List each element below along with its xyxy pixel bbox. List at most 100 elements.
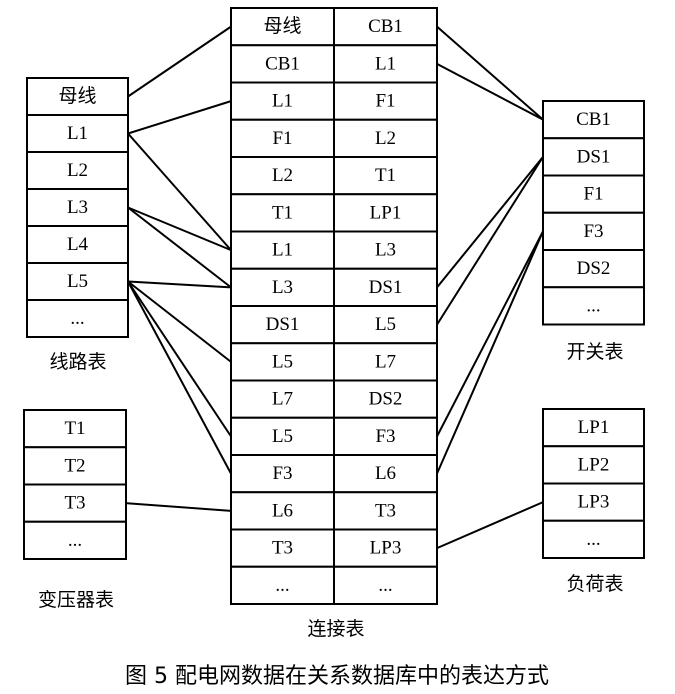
load-table-cell (542, 482, 645, 522)
connection-from-table-cell-text: 母线 (263, 15, 301, 37)
connection-from-table-cell-text: ... (275, 575, 289, 596)
load-table-cell (542, 445, 645, 485)
transformer-table-cell (23, 520, 127, 560)
connection-from-table-cell-text: F3 (272, 463, 292, 484)
connection-to-table-cell-text: CB1 (368, 16, 403, 37)
link-line (436, 25, 544, 121)
connection-from-table-cell-text: T3 (272, 538, 293, 559)
connection-from-table-cell-text: L7 (272, 389, 293, 410)
connection-from-table-cell-text: L2 (272, 165, 293, 186)
connection-to-table-cell-text: LP1 (370, 202, 402, 223)
connection-to-table-cell (333, 491, 438, 531)
link-line (127, 206, 232, 289)
line-table: 母线L1L2L3L4L5... (26, 77, 129, 338)
line-table-cell (26, 225, 129, 264)
line-table-cell-text: L2 (67, 160, 88, 181)
connection-from-table-cell-text: L1 (272, 240, 293, 261)
connection-to-table-cell (333, 305, 438, 345)
transformer-table-cell (23, 409, 127, 449)
load-table: LP1LP2LP3... (542, 408, 645, 559)
figure-caption: 图 5 配电网数据在关系数据库中的表达方式 (125, 664, 549, 689)
switch-table-cell (542, 174, 645, 214)
transformer-table-caption: 变压器表 (38, 589, 114, 611)
connection-from-table-cell-text: CB1 (265, 53, 300, 74)
load-table-caption: 负荷表 (566, 573, 623, 595)
connection-to-table-cell-text: T3 (375, 500, 396, 521)
connection-to-table-cell-text: ... (378, 575, 392, 596)
connection-to-table-cell-text: L2 (375, 128, 396, 149)
line-table-cell-text: L4 (67, 234, 89, 255)
link-line (127, 280, 232, 363)
transformer-table-cell-text: ... (68, 530, 82, 551)
load-table-cell-text: ... (586, 529, 600, 550)
switch-table-cell-text: CB1 (576, 109, 611, 130)
switch-table-cell-text: ... (586, 295, 600, 316)
connection-to-table-cell-text: F3 (375, 426, 395, 447)
connection-from-table-cell-text: DS1 (266, 314, 300, 335)
load-table-cell (542, 519, 645, 559)
connection-table-caption: 连接表 (307, 618, 364, 640)
line-table-cell (26, 262, 129, 301)
switch-table-cell (542, 137, 645, 177)
line-table-cell-text: L1 (67, 123, 88, 144)
connection-from-table-cell (230, 81, 335, 121)
connection-from-table-cell-text: F1 (272, 128, 292, 149)
captions: 线路表 变压器表 连接表 开关表 负荷表 图 5 配电网数据在关系数据库中的表达… (38, 341, 624, 689)
link-line (127, 281, 232, 475)
connection-to-table-cell-text: L1 (375, 53, 396, 74)
link-line (436, 230, 544, 437)
link-line (436, 156, 544, 289)
connection-from-table-cell-text: L3 (272, 277, 293, 298)
switch-table-caption: 开关表 (566, 341, 623, 363)
link-line (127, 132, 232, 251)
connection-from-table-cell-text: L1 (272, 91, 293, 112)
transformer-table-cell-text: T2 (64, 455, 85, 476)
line-table-cell (26, 299, 129, 338)
connection-to-table-cell (333, 454, 438, 494)
connection-to-table-cell-text: DS2 (369, 389, 403, 410)
connection-to-table-cell-text: F1 (375, 91, 395, 112)
connection-to-table-cell-text: L3 (375, 240, 396, 261)
switch-table-cell (542, 249, 645, 289)
connection-from-table-cell-text: L6 (272, 500, 293, 521)
load-table-cell-text: LP1 (578, 417, 610, 438)
connection-from-table-cell-text: L5 (272, 351, 293, 372)
link-line (125, 502, 232, 512)
switch-table: CB1DS1F1F3DS2... (542, 100, 645, 326)
connection-to-table-cell-text: T1 (375, 165, 396, 186)
line-table-cell-text: ... (70, 308, 84, 329)
connection-to-table-cell (333, 379, 438, 419)
connection-from-table-cell-text: T1 (272, 202, 293, 223)
transformer-table: T1T2T3... (23, 409, 127, 560)
line-table-cell (26, 151, 129, 190)
connection-to-table-cell-text: L5 (375, 314, 396, 335)
line-table-cell (26, 114, 129, 153)
connection-to-table-cell (333, 267, 438, 307)
switch-table-cell-text: F3 (583, 221, 603, 242)
connection-to-table-cell-text: L6 (375, 463, 396, 484)
link-line (127, 280, 232, 437)
line-table-cell-text: 母线 (58, 85, 96, 107)
link-line (436, 230, 544, 475)
link-line (127, 100, 232, 135)
transformer-table-cell (23, 446, 127, 486)
connection-to-table-cell (333, 7, 438, 47)
connection-to-table: CB1L1F1L2T1LP1L3DS1L5L7DS2F3L6T3LP3... (333, 7, 438, 605)
link-line (436, 62, 544, 121)
line-table-cell-text: L3 (67, 197, 88, 218)
connection-to-table-cell (333, 230, 438, 270)
connection-from-table-cell (230, 454, 335, 494)
connection-to-table-cell-text: DS1 (369, 277, 403, 298)
link-lines (125, 25, 544, 550)
connection-from-table: 母线CB1L1F1L2T1L1L3DS1L5L7L5F3L6T3... (230, 7, 335, 605)
link-line (436, 501, 544, 550)
switch-table-cell (542, 211, 645, 251)
connection-to-table-cell-text: L7 (375, 351, 396, 372)
line-table-caption: 线路表 (49, 351, 106, 373)
connection-to-table-cell (333, 416, 438, 456)
connection-to-table-cell-text: LP3 (370, 538, 402, 559)
switch-table-cell-text: DS2 (577, 258, 611, 279)
link-line (127, 280, 232, 289)
